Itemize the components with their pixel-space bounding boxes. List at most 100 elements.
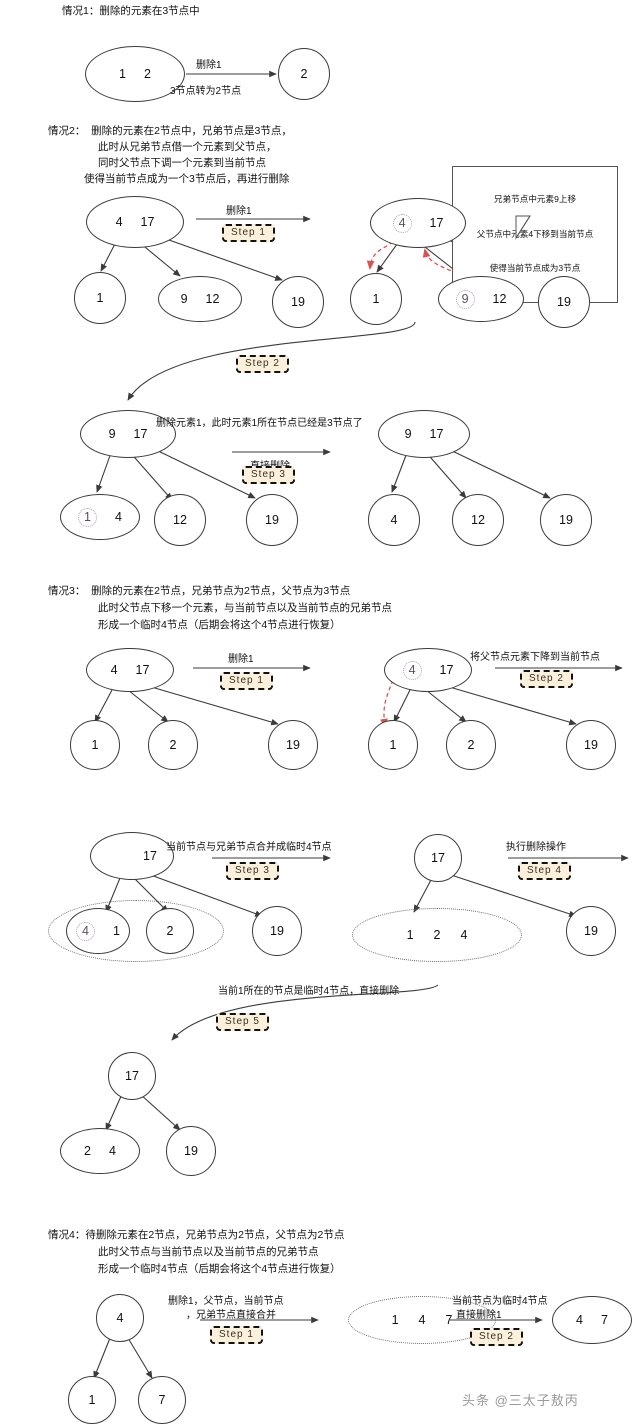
case3-step4-arrow-label: 执行删除操作 [506,842,566,853]
node-value: 19 [270,923,284,938]
case4-step1-arrow-label-2: ，兄弟节点直接合并 [186,1310,276,1321]
node-c3-t3-child3: 19 [252,906,302,956]
node-value: 7 [158,1392,166,1407]
node-value: 1 [391,1313,399,1327]
node-c2-t1-child1: 1 [74,272,126,324]
node-value-ghost: 4 [402,660,422,680]
case2-step3-arrow-label: 删除元素1，此时元素1所在节点已经是3节点了 [156,418,363,429]
case3-step2-arrow-label: 将父节点元素下降到当前节点 [470,652,600,663]
node-value: 1 [119,66,126,81]
node-c2-t2-child2: 9 12 [438,276,524,322]
node-c3-t2-child3: 19 [566,720,616,770]
case4-heading-line-2: 此时父节点与当前节点以及当前节点的兄弟节点 [98,1246,319,1258]
case2-heading-line-1: 情况2： 删除的元素在2节点中，兄弟节点是3节点， [48,125,292,137]
node-c2-t1-root: 4 17 [86,196,184,248]
node-c3-t3-child1: 4 1 [66,908,130,954]
case2-step3-tag: Step 3 [242,466,295,484]
node-c3-t4-child3: 19 [566,906,616,956]
node-value: 17 [135,662,150,677]
node-value: 4 [115,214,123,229]
node-value: 19 [559,512,573,527]
node-value: 17 [143,848,157,863]
node-c4-result: 4 7 [552,1296,632,1344]
node-value: 12 [471,512,485,527]
case3-step1-arrow-label: 删除1 [228,654,254,665]
node-value: 17 [140,214,155,229]
node-value: 17 [125,1068,139,1083]
node-value-ghost: 4 [76,921,96,941]
node-c4-t1-child2: 7 [138,1376,186,1424]
case1-arrow-bottom-label: 3节点转为2节点 [170,86,242,97]
case1-arrow-top-label: 删除1 [196,60,222,71]
node-c3-t4-root: 17 [414,834,462,882]
node-value: 2 [433,928,441,942]
node-value-ghost: 4 [392,213,412,233]
node-c3-t2-root: 4 17 [384,648,472,692]
node-value: 12 [205,291,220,306]
node-c2-t4-root: 9 17 [378,410,470,458]
case2-heading-line-2: 此时从兄弟节点借一个元素到父节点， [98,141,277,153]
case2-heading-line-3: 同时父节点下调一个元素到当前节点 [98,157,266,169]
node-c2-t1-child2: 9 12 [158,276,242,322]
node-c2-t3-child3: 19 [246,494,298,546]
node-c2-t2-child1: 1 [350,273,402,325]
node-value: 4 [109,1143,116,1158]
node-c4-t1-child1: 1 [68,1376,116,1424]
node-value: 4 [110,662,118,677]
node-c3-t5-child1: 2 4 [60,1128,140,1174]
case4-step2-arrow-label-2: 直接删除1 [456,1310,502,1321]
node-c2-t3-child2: 12 [154,494,206,546]
node-value: 1 [372,291,380,306]
node-value: 2 [166,923,174,938]
callout-line-1: 兄弟节点中元素9上移 [493,194,577,204]
case3-step5-arrow-label: 当前1所在的节点是临时4节点，直接删除 [218,986,400,997]
node-value: 12 [173,512,187,527]
case3-step2-tag: Step 2 [520,670,573,688]
node-value: 4 [576,1312,583,1327]
node-c3-t5-root: 17 [108,1052,156,1100]
callout-line-3: 使得当前节点成为3节点 [489,263,581,273]
node-value: 17 [429,215,444,230]
case3-step4-tag: Step 4 [518,862,571,880]
node-c2-t4-child3: 19 [540,494,592,546]
node-c3-t2-child2: 2 [446,720,496,770]
node-c2-t2-child3: 19 [538,276,590,328]
node-c3-t1-child1: 1 [70,720,120,770]
temp-4node-c3-t4: 1 2 4 [352,908,522,962]
node-value: 19 [584,737,598,752]
node-value: 2 [169,737,177,752]
node-c1-result: 2 [278,48,330,100]
callout-line-2: 父节点中元素4下移到当前节点 [476,228,594,239]
node-value: 9 [404,426,412,441]
node-value: 1 [91,737,99,752]
node-value: 4 [115,509,122,524]
node-value: 4 [116,1310,124,1325]
case3-step3-arrow-label: 当前节点与兄弟节点合并成临时4节点 [166,842,332,853]
node-value: 1 [88,1392,96,1407]
node-c4-t1-root: 4 [96,1294,144,1342]
node-value: 9 [180,291,188,306]
node-value: 17 [431,850,445,865]
case3-step1-tag: Step 1 [220,672,273,690]
node-value: 17 [133,426,148,441]
node-c3-t5-child2: 19 [166,1126,216,1176]
node-value: 4 [418,1313,426,1327]
node-value: 2 [467,737,475,752]
case4-step1-tag: Step 1 [210,1326,263,1344]
node-c3-t1-root: 4 17 [86,648,174,692]
node-value: 1 [389,737,397,752]
node-c2-t3-root: 9 17 [80,410,176,458]
node-c3-t1-child3: 19 [268,720,318,770]
node-c2-t1-child3: 19 [272,276,324,328]
node-value-ghost: 9 [455,289,475,309]
node-value: 19 [265,512,279,527]
node-value: 19 [286,737,300,752]
node-c3-t2-child1: 1 [368,720,418,770]
node-c2-t3-child1: 1 4 [60,494,140,540]
temp-4node-c4: 1 4 7 [348,1296,496,1344]
node-value: 19 [557,294,571,309]
node-value: 9 [108,426,116,441]
case3-heading-line-1: 情况3： 删除的元素在2节点，兄弟节点为2节点，父节点为3节点 [48,585,351,597]
node-value: 4 [390,512,398,527]
